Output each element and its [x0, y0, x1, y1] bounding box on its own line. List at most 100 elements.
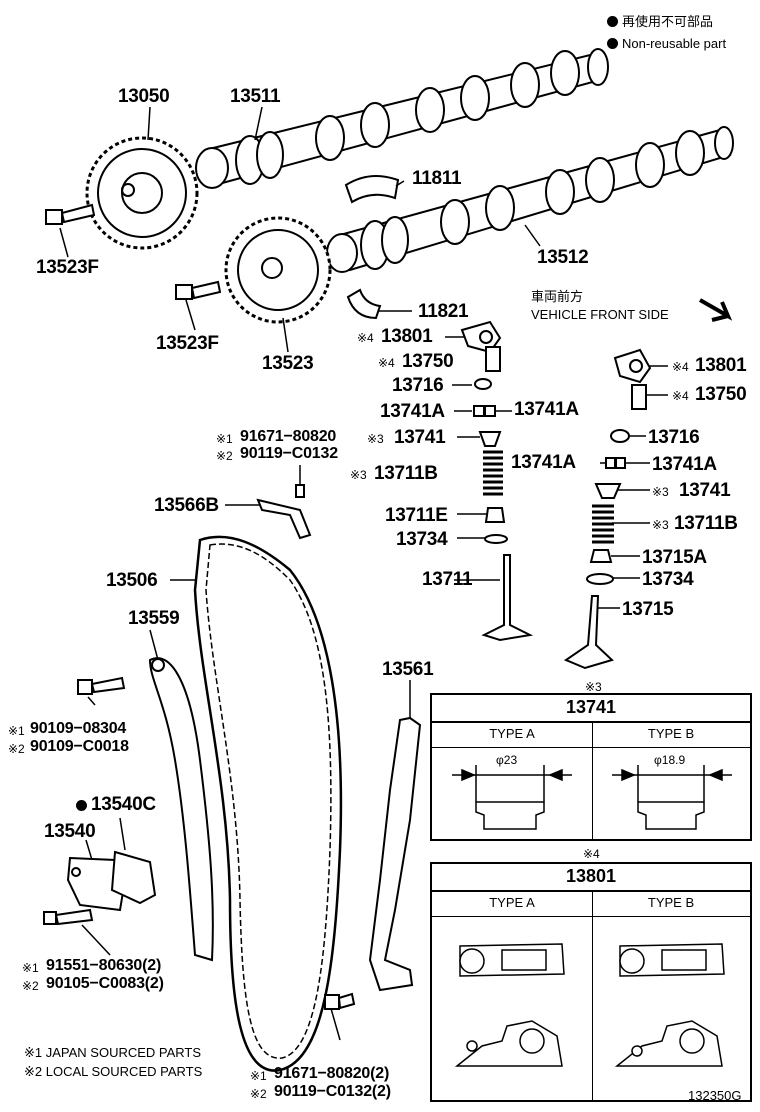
- spring-seat-13734-right[interactable]: [586, 573, 614, 585]
- table-13801-col-a-header: TYPE A: [432, 890, 593, 917]
- mark-4-d: ※4: [672, 389, 689, 403]
- label-13741A-2[interactable]: 13741A: [514, 399, 579, 420]
- bolt-13523F-lower[interactable]: [175, 280, 222, 300]
- label-13050[interactable]: 13050: [118, 86, 170, 107]
- mark-4-c: ※4: [672, 360, 689, 374]
- legend-non-reusable-jp: 再使用不可部品: [607, 14, 713, 29]
- dim-b: φ18.9: [654, 753, 686, 767]
- label-11821[interactable]: 11821: [418, 301, 469, 322]
- label-13750-left[interactable]: 13750: [402, 351, 454, 372]
- lash-adjuster-13750-right[interactable]: [631, 384, 647, 410]
- spring-retainer-13741-left[interactable]: [478, 431, 502, 447]
- label-13741A-4[interactable]: 13741A: [652, 454, 717, 475]
- part-91671-80820[interactable]: 91671−80820: [240, 428, 337, 445]
- table-13801-divider: [592, 916, 593, 1100]
- label-13540C[interactable]: 13540C: [76, 795, 156, 815]
- part-90119-C0132[interactable]: 90119−C0132: [240, 445, 338, 462]
- label-13750-right[interactable]: 13750: [695, 384, 747, 405]
- timing-chain-13506[interactable]: [193, 535, 343, 1072]
- label-13741-left[interactable]: 13741: [394, 427, 446, 448]
- camshaft-13512[interactable]: [326, 126, 734, 273]
- part-91551-80630[interactable]: 91551−80630(2): [46, 957, 162, 974]
- table-13801-mark: ※4: [583, 847, 600, 861]
- valve-keepers-13741A-left[interactable]: [473, 405, 496, 417]
- label-13506[interactable]: 13506: [106, 570, 158, 591]
- label-13711[interactable]: 13711: [422, 569, 473, 590]
- label-13741A-1[interactable]: 13741A: [380, 401, 445, 422]
- table-13801-col-b: TYPE B: [647, 895, 695, 910]
- label-13559[interactable]: 13559: [128, 608, 180, 629]
- sprocket-13523[interactable]: [224, 216, 332, 324]
- mark-4-a: ※4: [357, 331, 374, 345]
- table-13801: 13801 TYPE A TYPE B: [430, 862, 752, 1102]
- bearing-11811[interactable]: [344, 175, 400, 204]
- label-13512[interactable]: 13512: [537, 247, 589, 268]
- roller-rocker-arm-13801-right[interactable]: [613, 348, 652, 384]
- exhaust-valve-13715[interactable]: [563, 595, 614, 670]
- mark-3-a: ※3: [367, 432, 384, 446]
- chain-tensioner-slipper-13559[interactable]: [148, 657, 214, 962]
- table-13741-divider: [592, 747, 593, 839]
- intake-valve-13711[interactable]: [481, 554, 534, 642]
- rocker-type-drawings: [454, 943, 725, 1067]
- mark-3-valve: ※3: [585, 680, 602, 694]
- bolt-90109[interactable]: [77, 676, 126, 695]
- spring-seat-13734-left[interactable]: [484, 534, 508, 544]
- bullet-icon: [607, 38, 618, 49]
- mark-3-c: ※3: [652, 485, 669, 499]
- part-90109-08304[interactable]: 90109−08304: [30, 720, 127, 737]
- chain-guide-13566B[interactable]: [256, 498, 312, 540]
- label-13801-left[interactable]: 13801: [381, 326, 433, 347]
- label-13511[interactable]: 13511: [230, 86, 281, 107]
- label-13711B-left[interactable]: 13711B: [374, 463, 438, 484]
- label-13711E[interactable]: 13711E: [385, 505, 448, 526]
- bolt-91551[interactable]: [43, 908, 94, 926]
- valve-stem-cap-13716-right[interactable]: [610, 429, 630, 443]
- bolt-13566B[interactable]: [295, 484, 305, 498]
- chain-guide-13561[interactable]: [368, 716, 422, 992]
- label-13711B-right[interactable]: 13711B: [674, 513, 738, 534]
- label-13741-right[interactable]: 13741: [679, 480, 731, 501]
- tensioner-gasket-13540C[interactable]: [110, 850, 157, 905]
- part-91671-80820-2[interactable]: 91671−80820(2): [274, 1065, 390, 1082]
- legend-text-jp: 再使用不可部品: [622, 14, 714, 29]
- spring-retainer-13741-right[interactable]: [594, 483, 622, 499]
- label-13716-left[interactable]: 13716: [392, 375, 444, 396]
- lash-adjuster-13750-left[interactable]: [485, 346, 501, 372]
- label-13801-right[interactable]: 13801: [695, 355, 747, 376]
- bolt-13523F-upper[interactable]: [45, 203, 96, 225]
- label-11811[interactable]: 11811: [412, 168, 462, 189]
- label-13715[interactable]: 13715: [622, 599, 674, 620]
- label-13523F-lower[interactable]: 13523F: [156, 333, 219, 354]
- roller-rocker-arm-13801-left[interactable]: [460, 320, 502, 354]
- vvt-sprocket-13050[interactable]: [85, 136, 199, 250]
- part-90109-C0018[interactable]: 90109−C0018: [30, 738, 129, 755]
- part-90119-C0132-2[interactable]: 90119−C0132(2): [274, 1083, 391, 1100]
- label-13734-right[interactable]: 13734: [642, 569, 694, 590]
- camshaft-13511[interactable]: [195, 48, 609, 189]
- bearing-11821[interactable]: [346, 288, 382, 320]
- label-13741A-3[interactable]: 13741A: [511, 452, 576, 473]
- dim-a: φ23: [496, 753, 518, 767]
- label-13716-right[interactable]: 13716: [648, 427, 700, 448]
- bolt-91671-lower[interactable]: [324, 992, 356, 1010]
- label-13734-left[interactable]: 13734: [396, 529, 448, 550]
- label-13715A[interactable]: 13715A: [642, 547, 707, 568]
- label-13523[interactable]: 13523: [262, 353, 314, 374]
- mark-2-d: ※2: [250, 1087, 267, 1101]
- valve-stem-cap-13716-left[interactable]: [474, 378, 492, 390]
- valve-stem-seal-13715A[interactable]: [589, 549, 613, 563]
- label-13540[interactable]: 13540: [44, 821, 96, 842]
- non-reusable-bullet-icon: [76, 800, 87, 811]
- valve-spring-13711B-right[interactable]: [592, 504, 614, 544]
- label-13566B[interactable]: 13566B: [154, 495, 219, 516]
- footnote-japan: ※1 JAPAN SOURCED PARTS: [24, 1045, 202, 1060]
- retainer-type-drawings: [452, 765, 732, 830]
- valve-spring-13711B-left[interactable]: [483, 450, 503, 496]
- valve-stem-seal-13711E[interactable]: [484, 507, 506, 523]
- part-90105-C0083[interactable]: 90105−C0083(2): [46, 975, 164, 992]
- table-13741-col-a: TYPE A: [489, 726, 535, 741]
- label-13523F-upper[interactable]: 13523F: [36, 257, 99, 278]
- label-13561[interactable]: 13561: [382, 659, 434, 680]
- valve-keepers-13741A-right[interactable]: [605, 457, 626, 469]
